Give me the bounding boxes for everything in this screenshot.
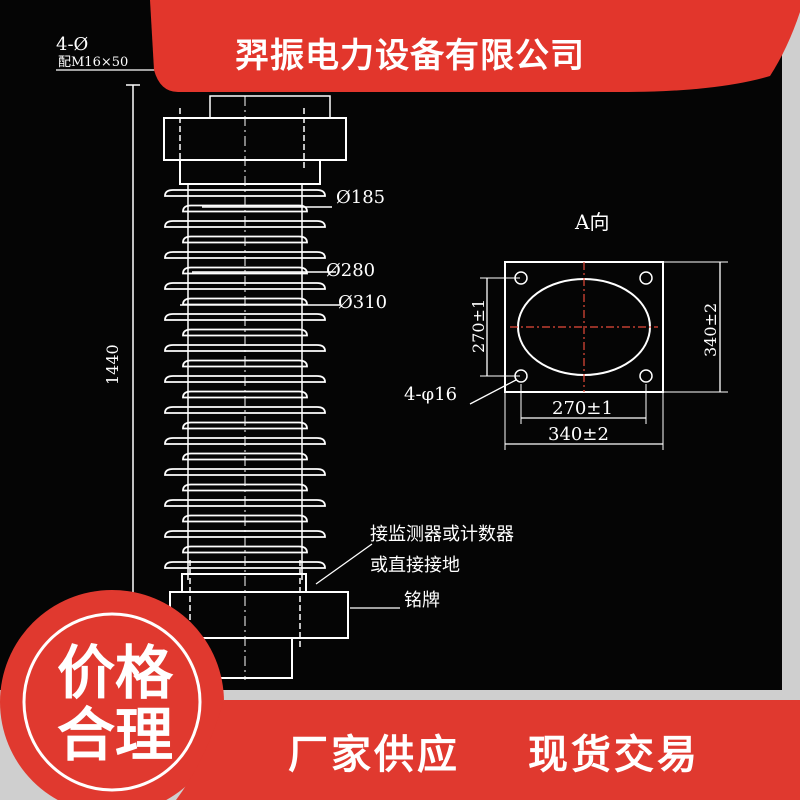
shed <box>182 514 308 523</box>
height-dimension: 1440 <box>103 344 122 385</box>
dim-d185: Ø185 <box>336 187 385 208</box>
shed <box>182 483 308 492</box>
dim-340-horizontal: 340±2 <box>548 424 609 445</box>
shed <box>164 561 326 569</box>
view-title: A向 <box>574 210 609 234</box>
shed <box>164 313 326 321</box>
company-name: 羿振电力设备有限公司 <box>235 35 585 76</box>
shed <box>182 204 308 213</box>
insulator-sheds <box>164 189 326 569</box>
note-counter: 接监测器或计数器 <box>370 524 514 545</box>
slogan-left: 厂家供应 <box>288 732 460 778</box>
shed <box>164 437 326 445</box>
shed <box>164 468 326 476</box>
shed <box>182 545 308 554</box>
top-label-2: 配M16×50 <box>58 55 128 70</box>
shed <box>182 421 308 430</box>
shed <box>182 235 308 244</box>
note-ground: 或直接接地 <box>370 555 460 576</box>
shed <box>182 359 308 368</box>
dim-340-vertical: 340±2 <box>701 303 720 357</box>
slogan-right: 现货交易 <box>528 732 700 778</box>
badge-shape <box>0 590 224 800</box>
hole-spec: 4-φ16 <box>404 384 457 405</box>
shed <box>164 406 326 414</box>
shed <box>182 390 308 399</box>
dim-d310: Ø310 <box>338 292 387 313</box>
shed <box>182 452 308 461</box>
drawing-panel <box>0 0 782 690</box>
top-label-1: 4-Ø <box>56 34 88 55</box>
shed <box>182 328 308 337</box>
shed <box>164 499 326 507</box>
bottom-strip <box>176 700 800 800</box>
shed <box>164 530 326 538</box>
shed <box>164 375 326 383</box>
shed <box>164 220 326 228</box>
badge-line-1: 价格 <box>56 639 173 707</box>
banner-shape <box>150 0 800 92</box>
shed <box>164 189 326 197</box>
dim-d280: Ø280 <box>326 260 375 281</box>
shed <box>164 344 326 352</box>
shed <box>164 282 326 290</box>
dim-270-vertical: 270±1 <box>469 299 488 353</box>
shed <box>182 297 308 306</box>
shed <box>164 251 326 259</box>
dim-270-horizontal: 270±1 <box>552 398 613 419</box>
badge-line-2: 合理 <box>56 701 173 769</box>
note-nameplate: 铭牌 <box>404 590 440 611</box>
